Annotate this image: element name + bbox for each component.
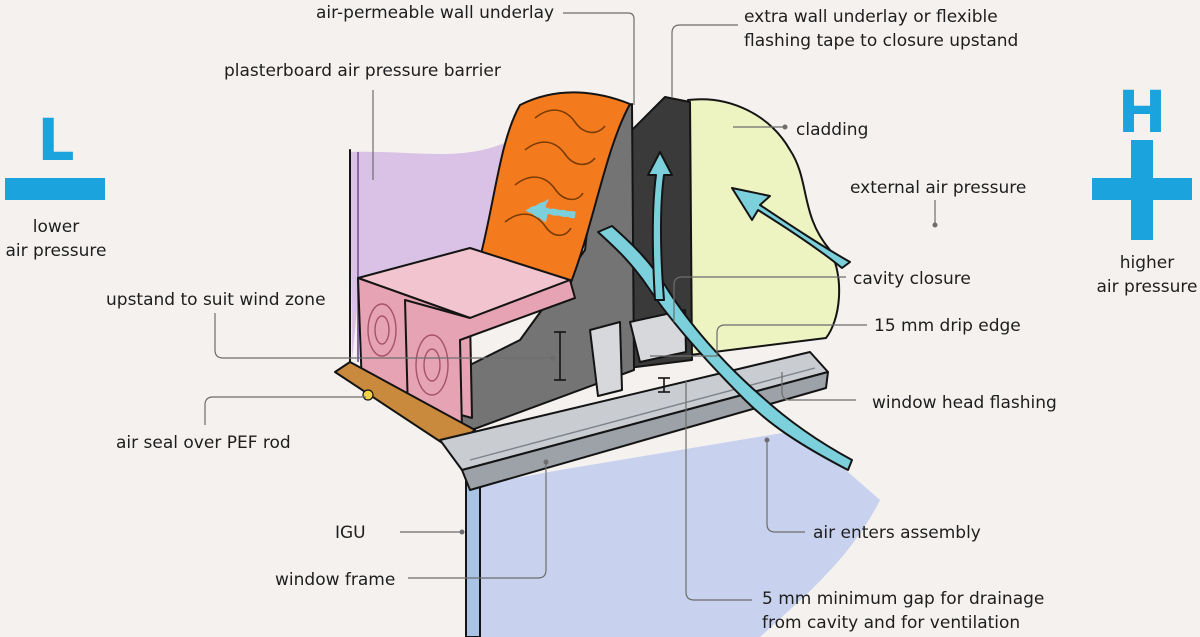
label-window-head-flashing: window head flashing	[872, 393, 1057, 413]
pef-rod	[362, 389, 374, 401]
igu-glass-pane	[478, 430, 880, 637]
low-pressure-line1: lower	[33, 217, 79, 237]
low-pressure-line2: air pressure	[6, 241, 107, 261]
label-extra-underlay-2: flashing tape to closure upstand	[744, 31, 1018, 51]
cavity-closure	[589, 321, 623, 397]
label-min-gap-1: 5 mm minimum gap for drainage	[762, 589, 1044, 609]
gap-dimension	[658, 377, 670, 393]
label-cavity-closure: cavity closure	[853, 269, 971, 289]
label-plasterboard-barrier: plasterboard air pressure barrier	[224, 61, 501, 81]
label-min-gap-2: from cavity and for ventilation	[762, 613, 1020, 633]
low-pressure-letter: L	[38, 106, 75, 174]
high-pressure-line2: air pressure	[1097, 277, 1198, 297]
upstand-dimension	[554, 331, 566, 381]
label-window-frame: window frame	[275, 570, 395, 590]
igu-edge	[465, 479, 481, 637]
cladding	[687, 98, 841, 356]
high-pressure-letter: H	[1118, 78, 1167, 146]
window-liner	[334, 361, 476, 449]
label-air-seal: air seal over PEF rod	[116, 433, 291, 453]
label-air-permeable-underlay: air-permeable wall underlay	[316, 3, 554, 23]
leader-lines	[204, 12, 938, 601]
label-upstand: upstand to suit wind zone	[106, 290, 326, 310]
high-pressure-indicator: H higher air pressure	[1092, 78, 1197, 297]
airflow-arrow-icon	[524, 151, 853, 471]
label-igu: IGU	[335, 523, 366, 543]
high-pressure-line1: higher	[1120, 253, 1175, 273]
flashing-ridge	[469, 367, 816, 461]
label-cladding: cladding	[796, 120, 868, 140]
timber-grain	[367, 303, 449, 396]
window-frame	[461, 371, 829, 491]
label-external-air-pressure: external air pressure	[850, 178, 1026, 198]
label-air-enters: air enters assembly	[813, 523, 981, 543]
label-drip-edge: 15 mm drip edge	[874, 316, 1021, 336]
minus-icon	[5, 178, 105, 200]
label-extra-underlay-1: extra wall underlay or flexible	[744, 7, 998, 27]
insulation-pattern	[504, 109, 606, 237]
plasterboard	[350, 135, 525, 360]
low-pressure-indicator: L lower air pressure	[5, 106, 106, 261]
plus-icon	[1092, 140, 1192, 240]
